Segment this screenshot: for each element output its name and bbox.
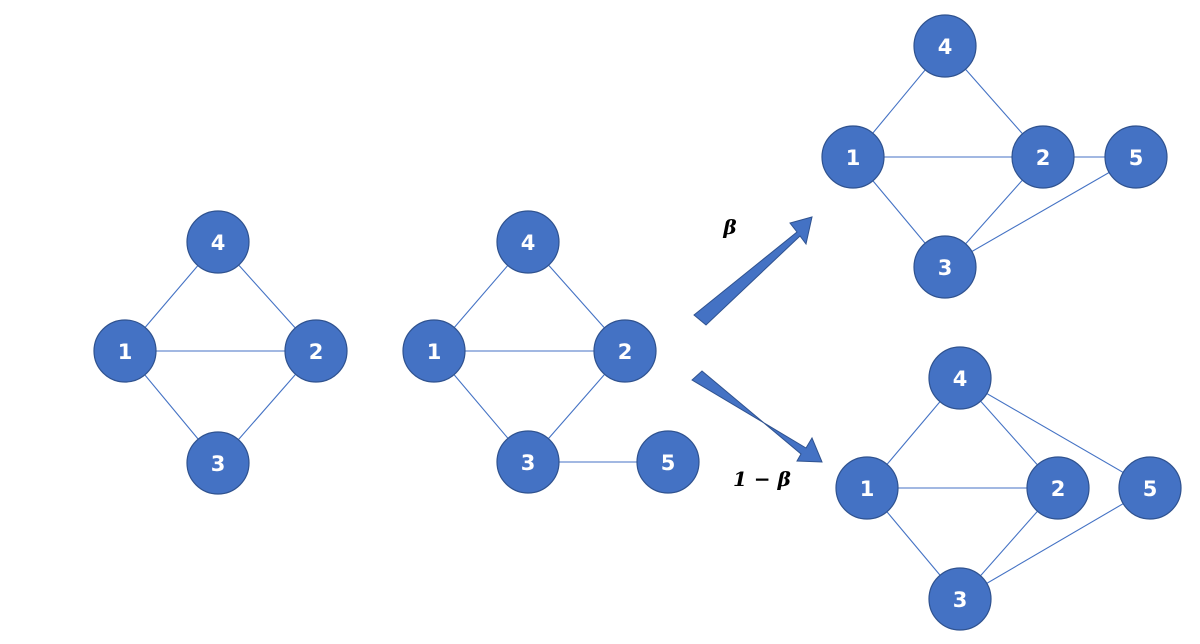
graph-new-node-node-4: 4 <box>496 210 560 274</box>
node-label: 2 <box>1036 146 1051 170</box>
node-circle <box>913 14 977 78</box>
node-circle <box>1118 456 1182 520</box>
graph-outcome-one-minus-beta-node-2: 2 <box>1026 456 1090 520</box>
node-label: 5 <box>1129 146 1144 170</box>
arrow-beta-shape <box>693 216 813 326</box>
node-circle <box>496 430 560 494</box>
node-circle <box>593 319 657 383</box>
node-circle <box>821 125 885 189</box>
graph-initial-node-1: 1 <box>93 319 157 383</box>
node-label: 1 <box>860 477 875 501</box>
node-circle <box>186 210 250 274</box>
node-circle <box>284 319 348 383</box>
graph-outcome-one-minus-beta-node-5: 5 <box>1118 456 1182 520</box>
graph-initial-node-4: 4 <box>186 210 250 274</box>
arrow-one-minus-beta-label: 1 − β <box>733 467 791 491</box>
node-circle <box>928 567 992 631</box>
graph-outcome-one-minus-beta-node-3: 3 <box>928 567 992 631</box>
node-circle <box>186 431 250 495</box>
node-label: 2 <box>1051 477 1066 501</box>
graph-new-node-nodes: 1 2 3 4 5 <box>402 210 700 494</box>
node-circle <box>1011 125 1075 189</box>
graph-outcome-beta-node-5: 5 <box>1104 125 1168 189</box>
graph-outcome-beta-edges <box>852 45 1137 268</box>
graph-outcome-beta-node-4: 4 <box>913 14 977 78</box>
node-label: 3 <box>211 452 226 476</box>
node-label: 1 <box>118 340 133 364</box>
graph-outcome-beta-edge-n3-n5 <box>944 156 1137 268</box>
graph-outcome-one-minus-beta-node-4: 4 <box>928 346 992 410</box>
node-label: 3 <box>521 451 536 475</box>
node-circle <box>402 319 466 383</box>
node-circle <box>93 319 157 383</box>
graph-outcome-one-minus-beta-node-1: 1 <box>835 456 899 520</box>
graph-new-node-node-1: 1 <box>402 319 466 383</box>
node-label: 3 <box>938 256 953 280</box>
node-circle <box>636 430 700 494</box>
node-label: 4 <box>953 367 968 391</box>
node-label: 4 <box>938 35 953 59</box>
node-label: 1 <box>427 340 442 364</box>
node-label: 2 <box>309 340 324 364</box>
arrows-layer: β 1 − β <box>691 215 823 491</box>
node-circle <box>1026 456 1090 520</box>
node-label: 5 <box>1143 477 1158 501</box>
graph-outcome-one-minus-beta-edge-n3-n5 <box>959 487 1151 600</box>
graph-outcome-beta-node-1: 1 <box>821 125 885 189</box>
arrow-beta: β <box>693 215 813 326</box>
graph-outcome-beta-nodes: 1 2 3 4 5 <box>821 14 1168 299</box>
graph-initial-node-2: 2 <box>284 319 348 383</box>
node-label: 2 <box>618 340 633 364</box>
graph-outcome-one-minus-beta-edges <box>866 377 1151 600</box>
arrow-one-minus-beta: 1 − β <box>691 370 823 491</box>
graph-outcome-beta-node-3: 3 <box>913 235 977 299</box>
node-label: 5 <box>661 451 676 475</box>
graph-outcome-one-minus-beta-edge-n4-n5 <box>959 377 1151 489</box>
graph-outcome-beta-node-2: 2 <box>1011 125 1075 189</box>
node-circle <box>835 456 899 520</box>
graph-initial-nodes: 1 2 3 4 <box>93 210 348 495</box>
arrow-one-minus-beta-shape <box>691 370 823 463</box>
node-label: 4 <box>211 231 226 255</box>
node-circle <box>928 346 992 410</box>
graph-new-node-node-5: 5 <box>636 430 700 494</box>
graph-new-node-node-3: 3 <box>496 430 560 494</box>
node-circle <box>1104 125 1168 189</box>
node-label: 3 <box>953 588 968 612</box>
nodes-layer: 1 2 3 4 1 2 3 4 5 1 2 3 4 5 1 2 3 4 5 <box>93 14 1182 631</box>
graph-new-node-node-2: 2 <box>593 319 657 383</box>
node-label: 1 <box>846 146 861 170</box>
node-circle <box>496 210 560 274</box>
node-label: 4 <box>521 231 536 255</box>
graph-outcome-one-minus-beta-nodes: 1 2 3 4 5 <box>835 346 1182 631</box>
graph-initial-node-3: 3 <box>186 431 250 495</box>
arrow-beta-label: β <box>722 215 736 239</box>
node-circle <box>913 235 977 299</box>
